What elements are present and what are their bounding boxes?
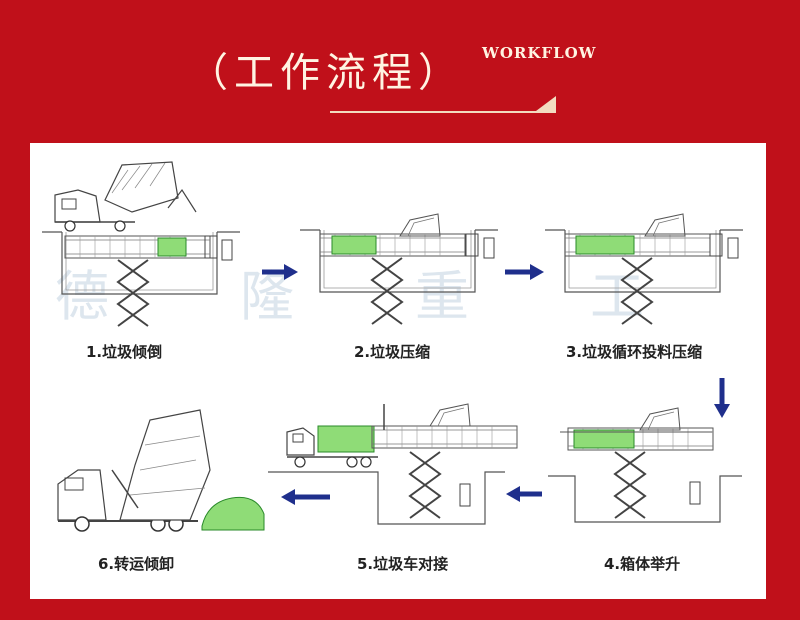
watermark-char-3: 重 <box>415 265 469 328</box>
step-4-label: 4.箱体举升 <box>604 555 681 573</box>
step-4-illustration <box>548 407 742 523</box>
step-5-illustration <box>268 403 518 525</box>
page-title: （工作流程） <box>188 50 464 96</box>
arrow-2-to-3 <box>505 264 544 280</box>
watermark-char-4: 工 <box>590 265 644 328</box>
step-1-illustration <box>41 161 241 327</box>
step-6-label: 6.转运倾卸 <box>98 555 175 573</box>
title-underline-notch <box>536 96 556 111</box>
arrow-1-to-2 <box>262 264 298 280</box>
arrow-3-to-4 <box>714 378 730 418</box>
arrow-5-to-6 <box>281 489 330 505</box>
step-1-label: 1.垃圾倾倒 <box>86 343 163 361</box>
step-5-label: 5.垃圾车对接 <box>357 555 449 573</box>
step-6-illustration <box>57 409 265 532</box>
watermark-char-1: 德 <box>55 265 109 328</box>
page-subtitle: WORKFLOW <box>482 44 597 62</box>
step-3-illustration <box>544 213 744 325</box>
arrow-4-to-5 <box>506 486 542 502</box>
step-2-label: 2.垃圾压缩 <box>354 343 431 361</box>
title-underline <box>330 111 556 113</box>
step-2-illustration <box>299 213 499 325</box>
step-3-label: 3.垃圾循环投料压缩 <box>566 343 703 361</box>
